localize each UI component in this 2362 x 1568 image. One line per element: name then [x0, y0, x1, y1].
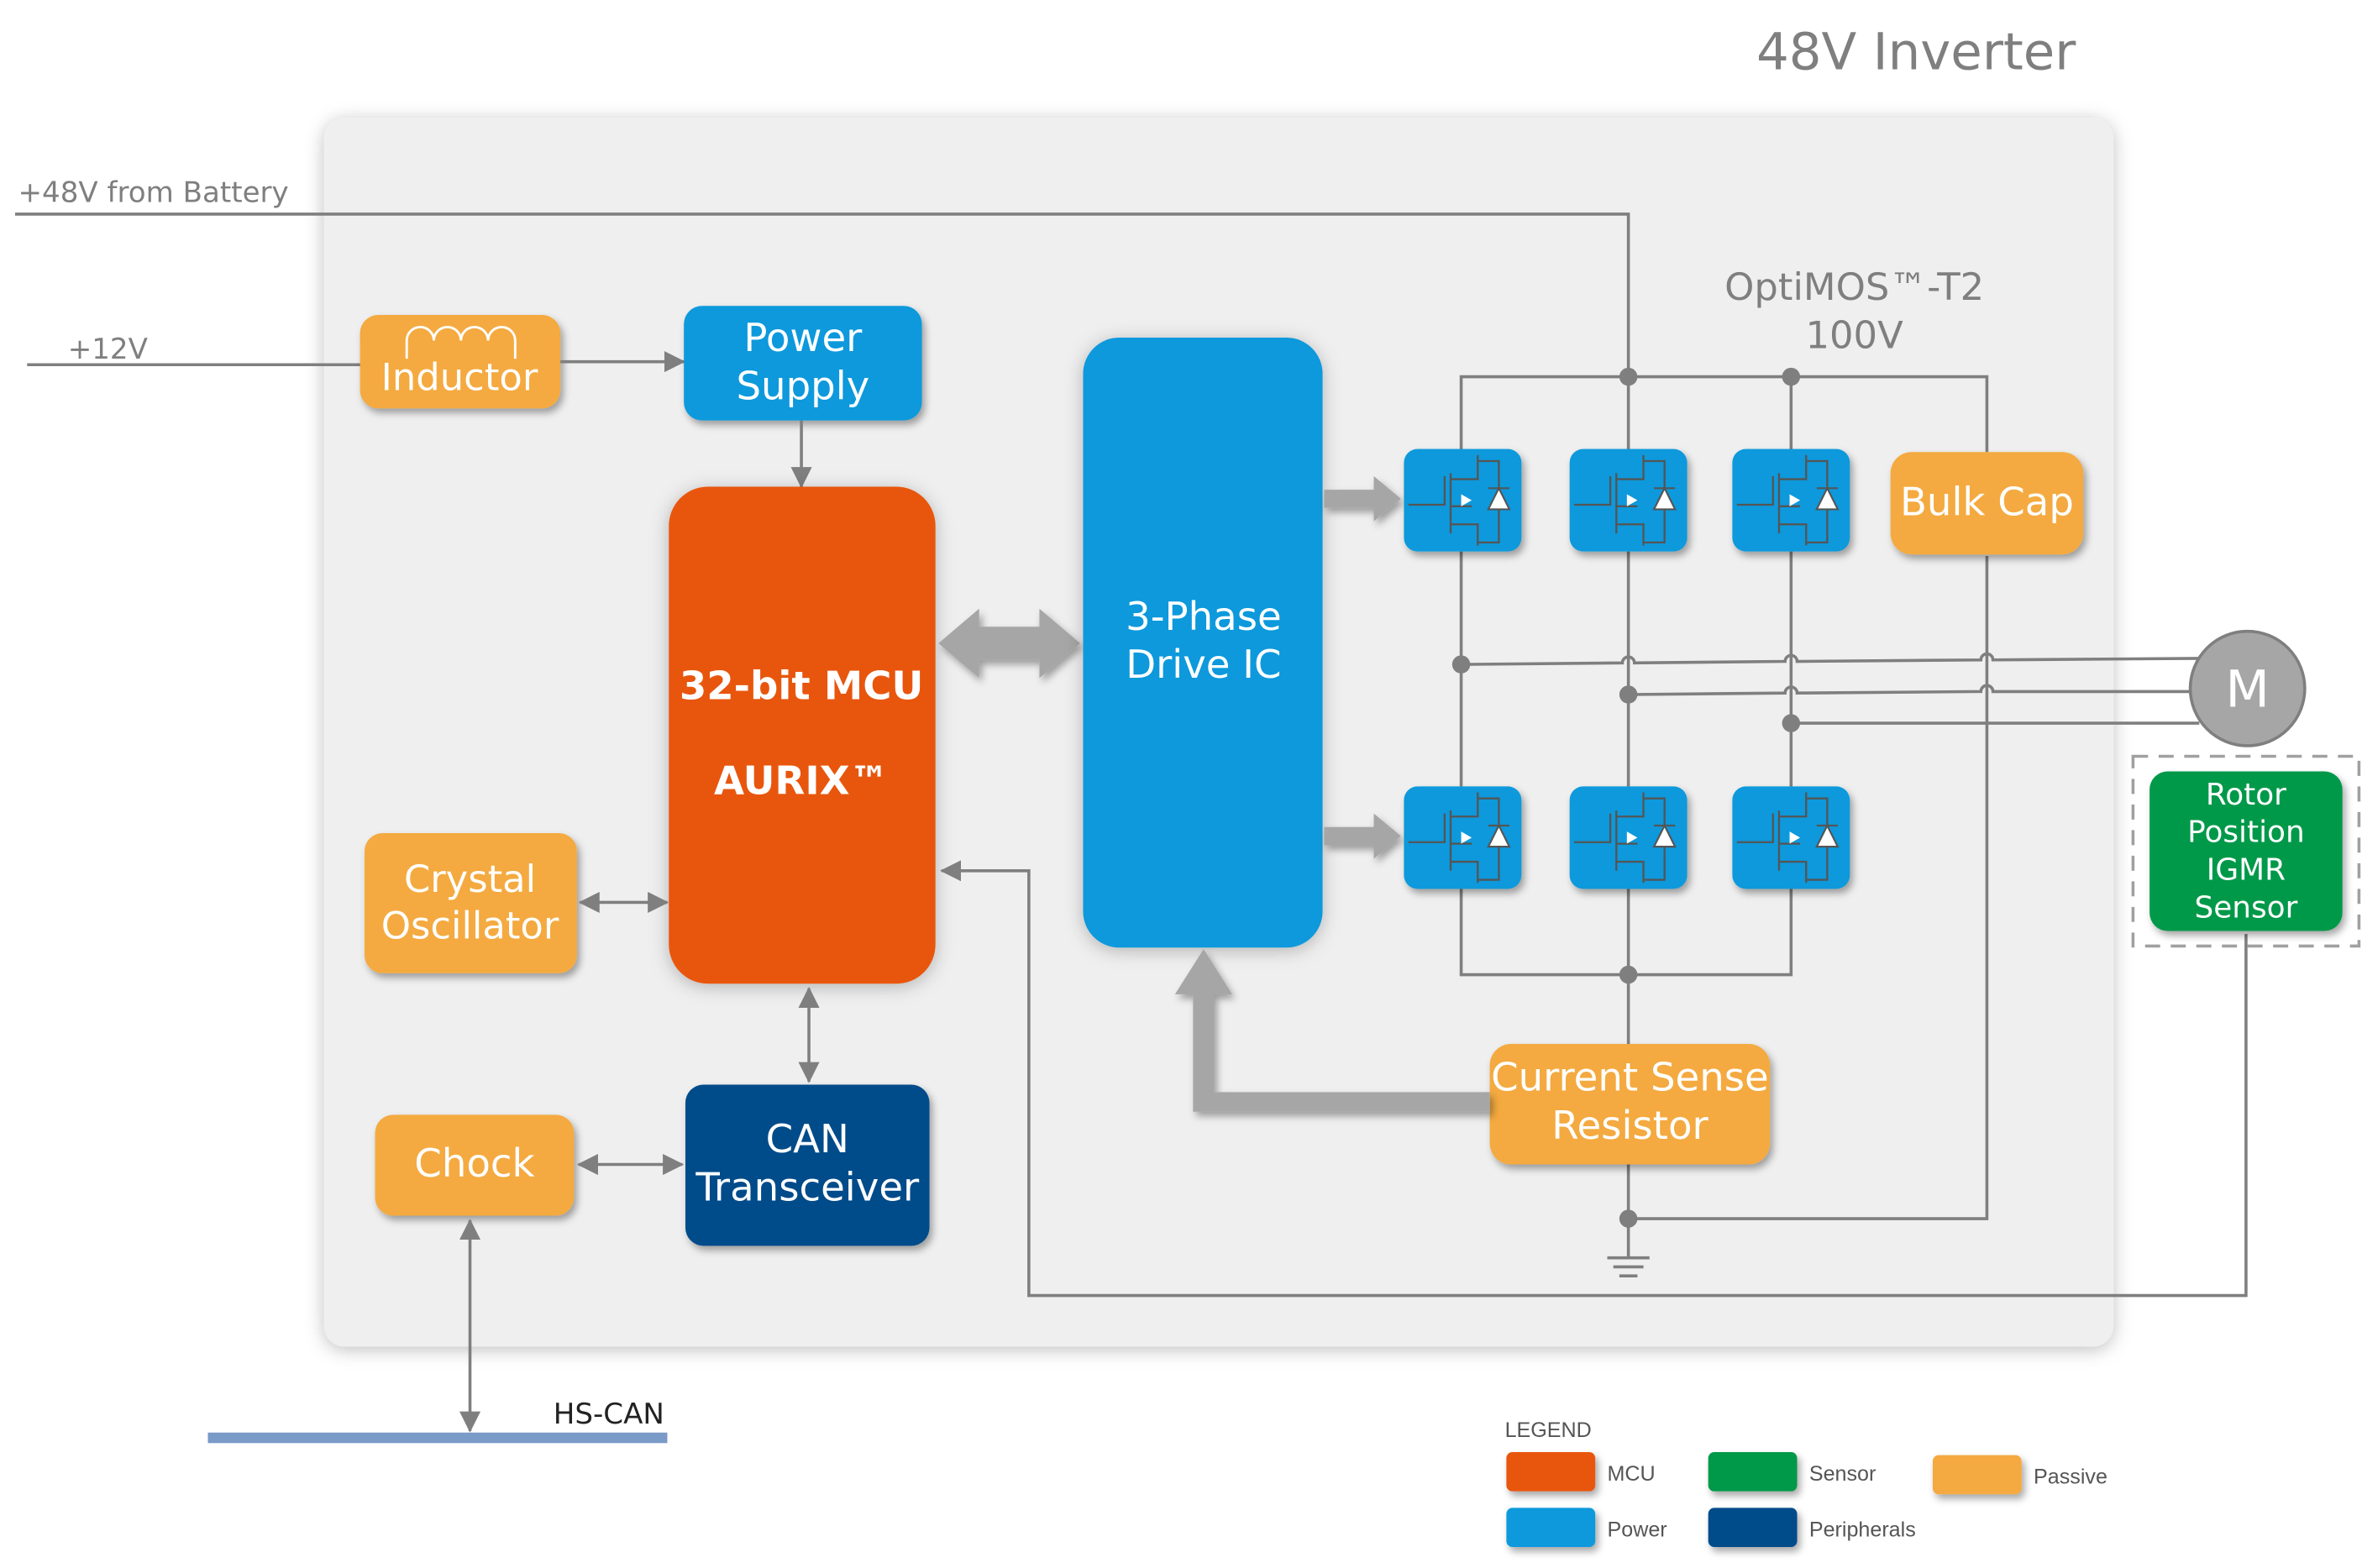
hs-can-label: HS-CAN	[554, 1398, 664, 1431]
current-feedback-arrow	[1174, 949, 1490, 1112]
mosfet-label-2: 100V	[1806, 313, 1904, 358]
current-sense-label-1: Current Sense	[1491, 1055, 1769, 1100]
mcu-block[interactable]	[669, 486, 936, 984]
mcu-label-1: 32-bit MCU	[680, 663, 924, 708]
ground-icon	[1607, 1256, 1650, 1278]
high-side-mosfet-1[interactable]	[1404, 448, 1522, 552]
legend-item-sensor: Sensor	[1708, 1452, 1876, 1492]
chock-block[interactable]	[375, 1114, 575, 1216]
high-side-mosfet-2[interactable]	[1569, 448, 1688, 552]
mcu-label-2: AURIX™	[714, 758, 889, 803]
battery-input-label: +48V from Battery	[18, 176, 289, 210]
legend-title: LEGEND	[1505, 1419, 1592, 1442]
legend-label: Peripherals	[1809, 1518, 1916, 1541]
diagram-title: 48V Inverter	[1756, 23, 2076, 82]
inductor-coil-icon	[405, 325, 517, 359]
legend-swatch	[1932, 1455, 2022, 1495]
battery-wire	[14, 212, 1630, 377]
legend-swatch	[1708, 1452, 1798, 1492]
crystal-label-2: Oscillator	[381, 904, 559, 948]
bulk-cap-block[interactable]	[1890, 452, 2084, 555]
current-sense-label-2: Resistor	[1551, 1103, 1709, 1148]
legend-label: Passive	[2034, 1466, 2107, 1489]
inductor-label: Inductor	[381, 355, 538, 400]
high-side-mosfet-3[interactable]	[1732, 448, 1850, 552]
low-side-mosfet-1[interactable]	[1404, 786, 1522, 889]
drive-ic-label-1: 3-Phase	[1126, 594, 1282, 639]
inductor-block[interactable]	[360, 315, 561, 409]
sensor-label-1: Rotor	[2206, 778, 2286, 812]
gate-drive-arrow-low	[1324, 813, 1401, 859]
can-label-1: CAN	[766, 1116, 849, 1162]
mcu-drive-ic-bus-arrow	[938, 608, 1080, 679]
sensor-feedback-wire	[940, 860, 2248, 1298]
current-sense-resistor-block[interactable]	[1489, 1044, 1771, 1165]
drive-ic-label-2: Drive IC	[1126, 642, 1281, 687]
legend-swatch	[1506, 1508, 1596, 1548]
hs-can-bus	[207, 1432, 668, 1444]
motor-label: M	[2225, 659, 2270, 719]
can-label-2: Transceiver	[695, 1165, 920, 1210]
legend-label: Sensor	[1809, 1462, 1876, 1486]
crystal-label-1: Crystal	[404, 857, 536, 901]
power-supply-label-2: Supply	[736, 363, 869, 408]
sensor-label-3: IGMR	[2207, 853, 2286, 888]
chock-label: Chock	[414, 1141, 534, 1186]
rotor-position-sensor-block[interactable]	[2149, 771, 2343, 931]
power-supply-label-1: Power	[743, 315, 863, 360]
sensor-dashed-boundary	[2131, 754, 2361, 948]
sensor-label-2: Position	[2187, 815, 2305, 850]
can-transceiver-block[interactable]	[685, 1084, 930, 1246]
v12-input-label: +12V	[68, 333, 149, 366]
sensor-label-4: Sensor	[2194, 890, 2297, 925]
power-supply-block[interactable]	[684, 306, 922, 421]
legend-label: Power	[1608, 1518, 1667, 1541]
crystal-oscillator-block[interactable]	[364, 832, 577, 973]
legend-item-power: Power	[1506, 1508, 1667, 1548]
legend-label: MCU	[1608, 1462, 1656, 1486]
legend-item-mcu: MCU	[1506, 1452, 1656, 1492]
low-side-mosfet-3[interactable]	[1732, 786, 1850, 889]
motor-symbol[interactable]	[2188, 629, 2307, 747]
legend-item-peripherals: Peripherals	[1708, 1508, 1916, 1548]
gate-drive-arrow-high	[1324, 475, 1401, 522]
legend-item-passive: Passive	[1932, 1455, 2107, 1495]
mosfet-label-1: OptiMOS™-T2	[1724, 265, 1984, 309]
junction-dots	[1451, 367, 1801, 1228]
bulk-cap-label: Bulk Cap	[1900, 480, 2074, 525]
drive-ic-block[interactable]	[1083, 337, 1323, 948]
legend-swatch	[1708, 1508, 1798, 1548]
legend-swatch	[1506, 1452, 1596, 1492]
low-side-mosfet-2[interactable]	[1569, 786, 1688, 889]
